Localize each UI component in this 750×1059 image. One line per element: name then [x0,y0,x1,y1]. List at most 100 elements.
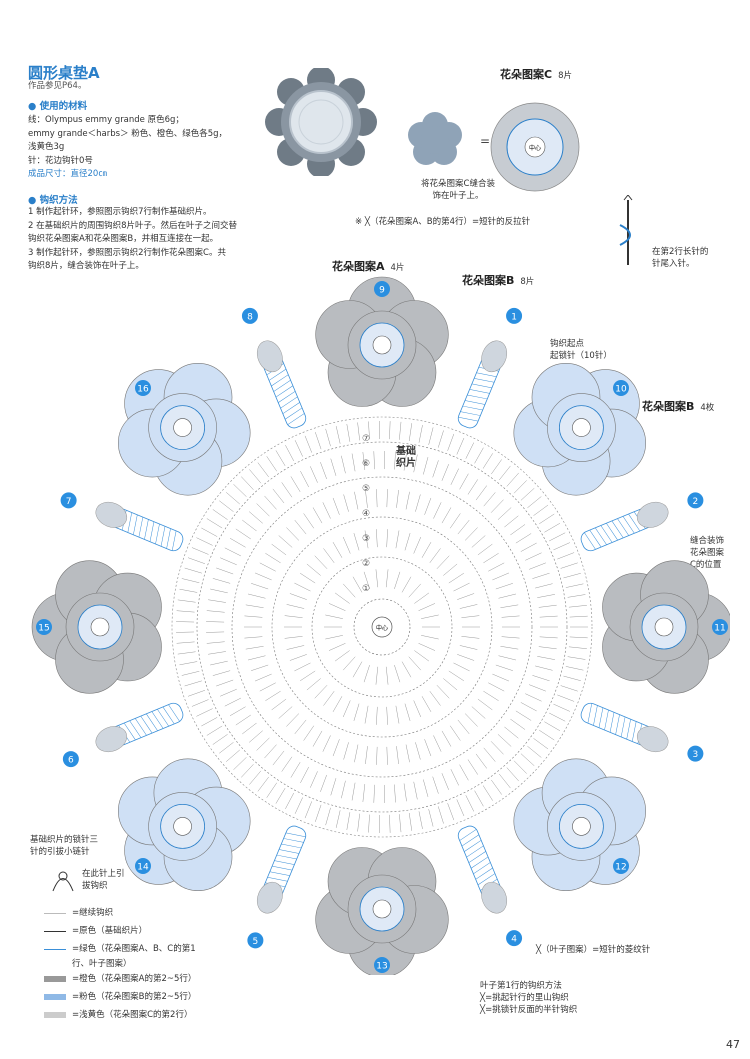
row-number-badge: 14 [134,858,151,875]
row-number-badge: 2 [687,492,704,509]
doily-photo [265,68,377,176]
leaf-motif [256,340,307,429]
base-ring [231,476,533,778]
svg-text:9: 9 [379,286,385,296]
leaf-motif [580,702,669,753]
row-marker: ① [362,584,370,594]
row-number-badge: 9 [374,281,390,297]
page-number: 47 [726,1038,740,1051]
row-number-badge: 6 [62,751,79,768]
leaf-motif [580,501,669,552]
legend-item: 行、叶子图案） [72,959,132,969]
motif-c-caption: 将花朵图案C缝合装饰在叶子上。 [421,179,495,201]
row-number-badge: 8 [241,307,258,324]
svg-text:2: 2 [693,497,699,507]
materials-line: 线：Olympus emmy grande 原色6g； [28,115,184,125]
motif-c-diagram: = 中心 [408,102,580,192]
legend-item: =粉色（花朵图案B的第2~5行） [44,988,196,1006]
flower-motif-b [118,363,251,496]
svg-text:10: 10 [615,384,627,394]
svg-text:7: 7 [66,497,72,507]
base-ring [171,416,593,838]
reverse-sc-note: ※ ╳（花朵图案A、B的第4行）=短针的反拉针 [355,217,531,227]
legend-item: =原色（基础织片） [44,922,196,940]
row-marker: ② [362,559,370,569]
svg-text:12: 12 [615,863,626,873]
svg-text:1: 1 [511,312,517,322]
method-step: 3 制作起针环，参照图示钩织2行制作花朵图案C。共 [28,247,226,258]
method-step: 2 在基础织片的周围钩织8片叶子。然后在叶子之间交替 [28,220,238,231]
method-list: 1 制作起针环，参照图示钩织7行制作基础织片。 2 在基础织片的周围钩织8片叶子… [28,206,273,274]
leaf-motif [457,825,508,914]
flower-motif-a [31,560,162,694]
row-number-badge: 3 [687,745,704,762]
method-heading: ● 钩织方法 [28,195,78,206]
row-number-badge: 10 [613,379,630,396]
method-step: 1 制作起针环，参照图示钩织7行制作基础织片。 [28,207,212,217]
svg-text:11: 11 [714,624,725,634]
svg-text:3: 3 [693,750,699,760]
row-number-badge: 4 [506,930,523,947]
materials-line: emmy grande＜harbs＞ 粉色、橙色、绿色各5g， [28,128,228,139]
row-number-badge: 15 [36,619,52,635]
materials-heading: ● 使用的材料 [28,101,88,112]
base-ring [353,598,411,656]
leaf-motif [256,825,307,914]
equals-sign: = [480,134,490,148]
page-title: 圆形桌垫A [28,64,100,82]
needle-line: 针：花边钩针0号 [28,155,93,166]
row-marker: ⑦ [362,434,370,444]
legend-item: =浅黄色（花朵图案C的第2行） [44,1006,196,1024]
row-number-badge: 16 [134,379,151,396]
legend-item: =绿色（花朵图案A、B、C的第1 [44,940,196,958]
svg-text:13: 13 [376,962,387,972]
row-number-badge: 1 [506,307,523,324]
leaf-motif [95,702,184,753]
svg-text:4: 4 [511,935,517,945]
svg-text:8: 8 [247,312,253,322]
sc-leaf-note: ╳（叶子图案）=短针的菱纹针 [536,945,651,955]
flower-motif-a [602,560,730,694]
materials-list: 线：Olympus emmy grande 原色6g； emmy grande＜… [28,114,268,182]
svg-text:14: 14 [137,863,149,873]
flower-motif-a [315,276,449,407]
motif-c-center: 中心 [529,144,541,152]
start-note: 钩织起点起锁针（10针） [550,339,612,361]
method-step: 钩织8片，缝合装饰在叶子上。 [28,261,144,271]
leaf-row-note: 叶子第1行的钩织方法 ╳=挑起针行的里山钩织 ╳=挑锁针反面的半针钩织 [480,981,578,1015]
legend-item: =继续钩织 [44,904,196,922]
materials-line: 浅黄色3g [28,142,65,152]
row-number-badge: 5 [247,932,264,949]
row-number-badge: 11 [712,619,728,635]
row-marker: ⑤ [362,484,370,494]
row-marker: ⑥ [362,459,370,469]
size-line: 成品尺寸：直径20㎝ [28,169,107,179]
flower-motif-b [513,363,646,496]
legend-item: =橙色（花朵图案A的第2~5行） [44,970,196,988]
leaf-motif [457,340,508,429]
leaf-motif [95,501,184,552]
center-ring [371,616,393,638]
row-number-badge: 12 [613,858,630,875]
row-marker: ③ [362,534,370,544]
reference-note: 作品参见P64。 [28,81,87,91]
method-step: 钩织花朵图案A和花朵图案B，并相互连接在一起。 [28,234,219,244]
pull-stitch-icon [52,871,74,892]
base-ring [311,556,453,698]
svg-text:5: 5 [253,937,259,947]
long-stitch-icon [619,195,633,265]
row-number-badge: 7 [60,492,77,509]
svg-text:15: 15 [38,624,49,634]
base-edge-note: 基础织片的锁针三针的引拔小链针 [30,835,99,857]
base-ring [196,441,568,813]
base-label: 基础织片 [396,446,416,469]
long-stitch-note: 在第2行长针的针尾入针。 [652,247,709,269]
pull-note: 在此针上引拔钩织 [82,869,125,891]
svg-text:16: 16 [137,384,149,394]
row-number-badge: 13 [374,957,390,973]
